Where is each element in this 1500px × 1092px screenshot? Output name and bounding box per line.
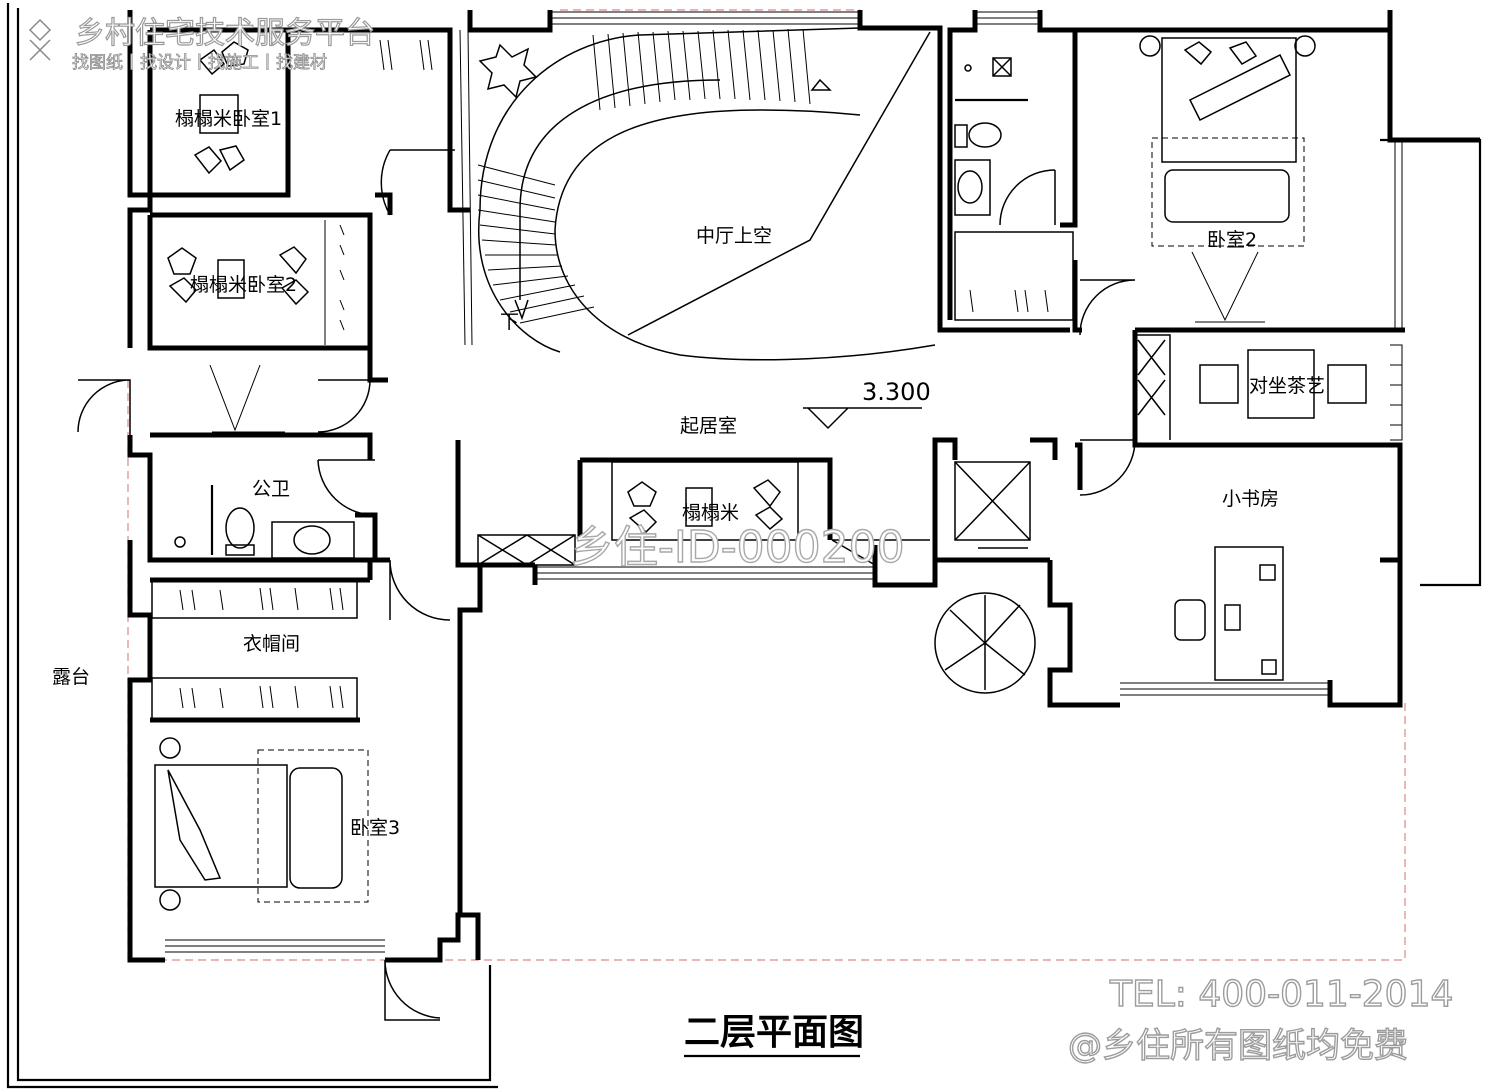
label-bedroom-2: 卧室2 [1207, 229, 1257, 251]
label-atrium-void: 中厅上空 [696, 225, 772, 247]
watermark-platform-name: 乡村住宅技术服务平台 [75, 16, 375, 51]
label-tatami-bedroom-2: 榻榻米卧室2 [190, 274, 297, 296]
label-tatami: 榻榻米 [682, 502, 739, 524]
label-tatami-bedroom-1: 榻榻米卧室1 [175, 108, 282, 130]
label-stairs-down: 下 [500, 311, 519, 333]
terrace-boundary [6, 3, 1406, 1089]
watermarks: 乡村住宅技术服务平台 找图纸丨找设计丨找施工丨找建材 乡住-ID-000200 … [28, 15, 1454, 1067]
label-public-bathroom: 公卫 [252, 478, 290, 500]
walls [127, 10, 1482, 963]
windows [165, 11, 1403, 953]
label-study: 小书房 [1222, 488, 1279, 510]
watermark-drawing-id: 乡住-ID-000200 [570, 522, 905, 573]
furniture [151, 35, 1403, 911]
watermark-phone: TEL: 400-011-2014 [1109, 974, 1453, 1015]
plan-title-group: 二层平面图 [684, 1012, 864, 1058]
label-cloakroom: 衣帽间 [243, 633, 300, 655]
label-tea-corner: 对坐茶艺 [1249, 375, 1325, 397]
watermark-free-notice: @乡住所有图纸均免费 [1068, 1026, 1408, 1066]
elevation-marker: 3.300 [803, 378, 931, 430]
label-terrace: 露台 [52, 666, 90, 688]
watermark-platform-services: 找图纸丨找设计丨找施工丨找建材 [72, 53, 327, 73]
spiral-staircase [477, 27, 936, 361]
elevation-value: 3.300 [862, 378, 931, 406]
plan-title: 二层平面图 [684, 1012, 864, 1053]
room-labels: 榻榻米卧室1 榻榻米卧室2 公卫 衣帽间 卧室3 露台 中厅上空 下 起居室 榻… [52, 108, 1325, 839]
doors [77, 149, 1136, 1021]
label-bedroom-3: 卧室3 [350, 817, 400, 839]
platform-logo-icon [28, 18, 52, 61]
label-living-room: 起居室 [680, 415, 737, 437]
